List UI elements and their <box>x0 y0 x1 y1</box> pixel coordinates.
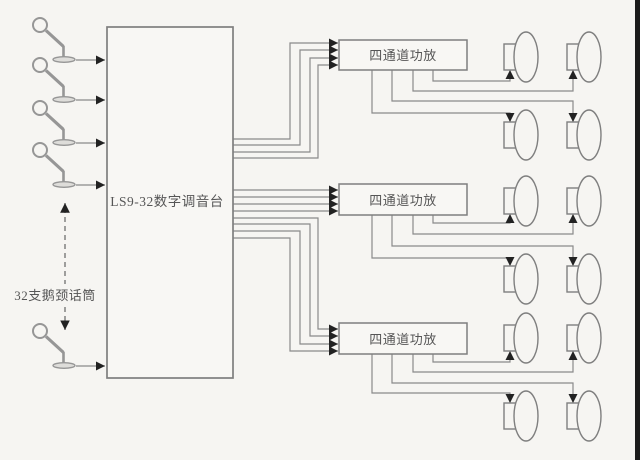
wire-amp1-speaker <box>391 70 578 122</box>
wire-amp2-speaker <box>391 215 578 266</box>
wire-mixer-amp3 <box>233 230 338 349</box>
wire-amp1-speaker <box>432 70 515 82</box>
speaker <box>566 253 602 305</box>
speaker <box>566 175 602 227</box>
wire-amp2-speaker <box>432 214 515 224</box>
speaker <box>566 390 602 442</box>
amp2-label: 四通道功放 <box>369 193 437 208</box>
gooseneck-microphone <box>31 141 77 189</box>
speaker <box>503 253 539 305</box>
wire-amp1-speaker <box>412 70 578 92</box>
wire-mixer-amp1 <box>233 38 338 140</box>
wire-amp2-speaker <box>371 215 515 266</box>
amp2-box <box>338 183 468 216</box>
wire-amp3-speaker <box>432 351 515 363</box>
speaker <box>503 390 539 442</box>
amp3-label: 四通道功放 <box>369 332 437 347</box>
speaker <box>566 109 602 161</box>
amplifiers: 四通道功放 四通道功放 四通道功放 <box>338 39 468 355</box>
wire-amp3-speaker <box>391 354 578 403</box>
wire-amp3-speaker <box>371 354 515 403</box>
amp3-box <box>338 322 468 355</box>
mixer-output-wires <box>233 38 338 356</box>
mic-ellipsis: 32支鹅颈话筒 <box>7 203 103 330</box>
speaker-group-1 <box>503 31 602 161</box>
wire-amp1-speaker <box>371 70 515 122</box>
mixer-label: LS9-32数字调音台 <box>110 193 224 209</box>
speaker <box>503 109 539 161</box>
speaker <box>566 31 602 83</box>
amp1-box <box>338 39 468 71</box>
speaker-group-3 <box>503 312 602 442</box>
wire-mixer-amp1 <box>233 53 338 153</box>
mixer-box <box>106 26 234 379</box>
wire-mixer-amp1 <box>233 60 338 159</box>
wire-mixer-amp1 <box>233 45 338 146</box>
speaker-group-2 <box>503 175 602 305</box>
speaker <box>503 31 539 83</box>
amp-speaker-wires <box>371 70 578 403</box>
right-edge-strip <box>635 0 640 460</box>
speaker <box>566 312 602 364</box>
label-backplate <box>7 284 103 304</box>
wire-mixer-amp3 <box>233 223 338 341</box>
wire-mixer-amp3 <box>233 217 338 334</box>
amp1-label: 四通道功放 <box>369 48 437 63</box>
microphones <box>31 16 105 371</box>
gooseneck-microphone <box>31 99 77 147</box>
speaker <box>503 175 539 227</box>
gooseneck-microphone <box>31 322 77 370</box>
wire-mixer-amp3 <box>233 237 338 356</box>
mic-count-label: 32支鹅颈话筒 <box>14 288 96 303</box>
wire-amp3-speaker <box>412 351 578 373</box>
speaker <box>503 312 539 364</box>
wire-amp2-speaker <box>412 214 578 235</box>
gooseneck-microphone <box>31 16 77 64</box>
gooseneck-microphone <box>31 56 77 104</box>
